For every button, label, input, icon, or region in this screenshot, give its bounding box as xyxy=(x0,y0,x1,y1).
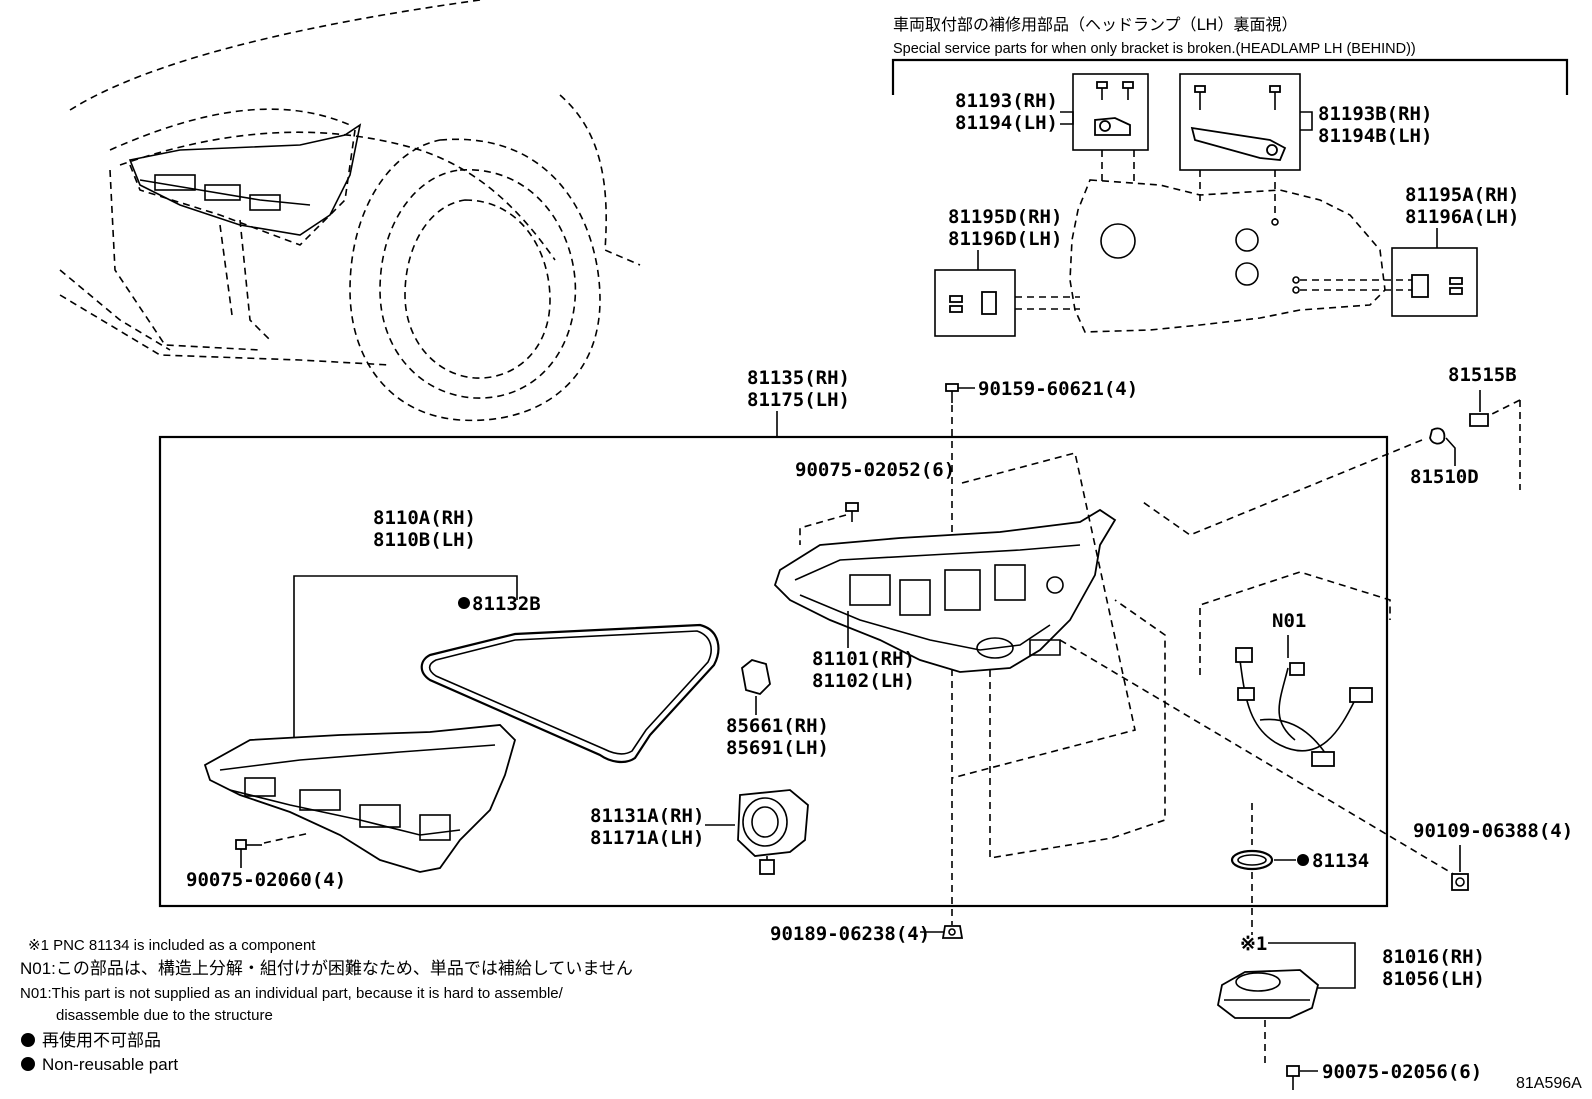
leader-81193b xyxy=(1300,111,1313,131)
header-title-jp: 車両取付部の補修用部品（ヘッドランプ（LH）裏面視） xyxy=(893,15,1297,34)
gasket-81132b xyxy=(420,623,720,764)
clip-81515b xyxy=(1469,413,1489,427)
label-81102-lh: 81102(LH) xyxy=(812,670,915,692)
label-81056-lh: 81056(LH) xyxy=(1382,968,1485,990)
wire-harness-n01 xyxy=(1235,647,1373,767)
cap-81510d xyxy=(1429,427,1446,445)
label-8110b-lh: 8110B(LH) xyxy=(373,529,476,551)
label-81195a-rh: 81195A(RH) xyxy=(1405,184,1519,206)
label-81134: 81134 xyxy=(1312,850,1369,872)
box-81193 xyxy=(1072,73,1149,151)
bolt-90159 xyxy=(945,383,975,403)
label-81193b-rh: 81193B(RH) xyxy=(1318,103,1432,125)
housing-81101 xyxy=(773,508,1117,673)
label-81196d-lh: 81196D(LH) xyxy=(948,228,1062,250)
label-90075-02056: 90075-02056(6) xyxy=(1322,1061,1482,1083)
dash-housing-back xyxy=(989,599,1166,859)
label-85661-rh: 85661(RH) xyxy=(726,715,829,737)
dash-90075-02060 xyxy=(263,832,311,844)
leader-81193 xyxy=(1060,111,1074,125)
label-8110a-rh: 8110A(RH) xyxy=(373,507,476,529)
bracket-81193 xyxy=(1094,81,1134,136)
label-81196a-lh: 81196A(LH) xyxy=(1405,206,1519,228)
leader-81016 xyxy=(1268,942,1356,989)
assembly-frame xyxy=(158,435,1389,908)
note-line-4: disassemble due to the structure xyxy=(56,1007,273,1024)
lens-8110a xyxy=(203,724,517,873)
non-reusable-dot-81134 xyxy=(1297,854,1309,866)
dash-90109 xyxy=(1059,639,1461,879)
dash-n01 xyxy=(1199,571,1391,675)
ballast-81016 xyxy=(1217,969,1320,1019)
label-81515b: 81515B xyxy=(1448,364,1517,386)
note-line-1: ※1 PNC 81134 is included as a component xyxy=(28,937,316,954)
clip-90189 xyxy=(941,925,964,939)
lamp-unit-81131a xyxy=(737,789,809,875)
label-85691-lh: 85691(LH) xyxy=(726,737,829,759)
leader-8110a xyxy=(293,575,518,738)
label-81131a-rh: 81131A(RH) xyxy=(590,805,704,827)
dash-housing-front xyxy=(951,452,1136,779)
seal-81134 xyxy=(1230,849,1274,871)
label-81193-rh: 81193(RH) xyxy=(955,90,1058,112)
clip-81195d xyxy=(949,291,1080,315)
note-line-2: N01:この部品は、構造上分解・組付けが困難なため、単品では補給していません xyxy=(20,959,633,978)
label-81175-lh: 81175(LH) xyxy=(747,389,850,411)
legend-dot-jp xyxy=(21,1033,35,1047)
headlamp-rear-outline xyxy=(1069,150,1386,333)
legend-jp: 再使用不可部品 xyxy=(42,1030,161,1050)
label-90109: 90109-06388(4) xyxy=(1413,820,1573,842)
label-90075-02052: 90075-02052(6) xyxy=(795,459,955,481)
vehicle-front-sketch xyxy=(59,0,641,422)
label-81132b: 81132B xyxy=(472,593,541,615)
bracket-81193b xyxy=(1190,85,1287,161)
non-reusable-dot-81132b xyxy=(458,597,470,609)
label-note-ref: ※1 xyxy=(1240,933,1267,955)
leader-81510d xyxy=(1445,437,1456,466)
legend-en: Non-reusable part xyxy=(42,1055,178,1074)
label-81016-rh: 81016(RH) xyxy=(1382,946,1485,968)
legend-dot-en xyxy=(21,1057,35,1071)
bolt-90109 xyxy=(1451,873,1469,891)
dash-81515b xyxy=(1139,399,1521,536)
part-85661 xyxy=(741,659,771,696)
clip-81195a xyxy=(1292,274,1463,298)
screw-90075-02060 xyxy=(235,839,262,850)
label-81101-rh: 81101(RH) xyxy=(812,648,915,670)
note-line-3: N01:This part is not supplied as an indi… xyxy=(20,985,564,1002)
box-81195a xyxy=(1391,247,1478,317)
box-81195d xyxy=(934,269,1016,337)
label-81194b-lh: 81194B(LH) xyxy=(1318,125,1432,147)
label-n01: N01 xyxy=(1272,610,1306,632)
label-90159: 90159-60621(4) xyxy=(978,378,1138,400)
label-81195d-rh: 81195D(RH) xyxy=(948,206,1062,228)
diagram-code: 81A596A xyxy=(1516,1075,1582,1092)
label-81135-rh: 81135(RH) xyxy=(747,367,850,389)
header-bracket xyxy=(891,58,1569,95)
screw-90075-02056 xyxy=(1286,1065,1300,1090)
label-81510d: 81510D xyxy=(1410,466,1479,488)
label-90189: 90189-06238(4) xyxy=(770,923,930,945)
label-90075-02060: 90075-02060(4) xyxy=(186,869,346,891)
label-81194-lh: 81194(LH) xyxy=(955,112,1058,134)
header-title-en: Special service parts for when only brac… xyxy=(893,41,1416,57)
label-81171a-lh: 81171A(LH) xyxy=(590,827,704,849)
screw-90075-02052 xyxy=(845,502,859,522)
dash-90075-02052 xyxy=(799,514,847,545)
box-81193b xyxy=(1179,73,1301,171)
